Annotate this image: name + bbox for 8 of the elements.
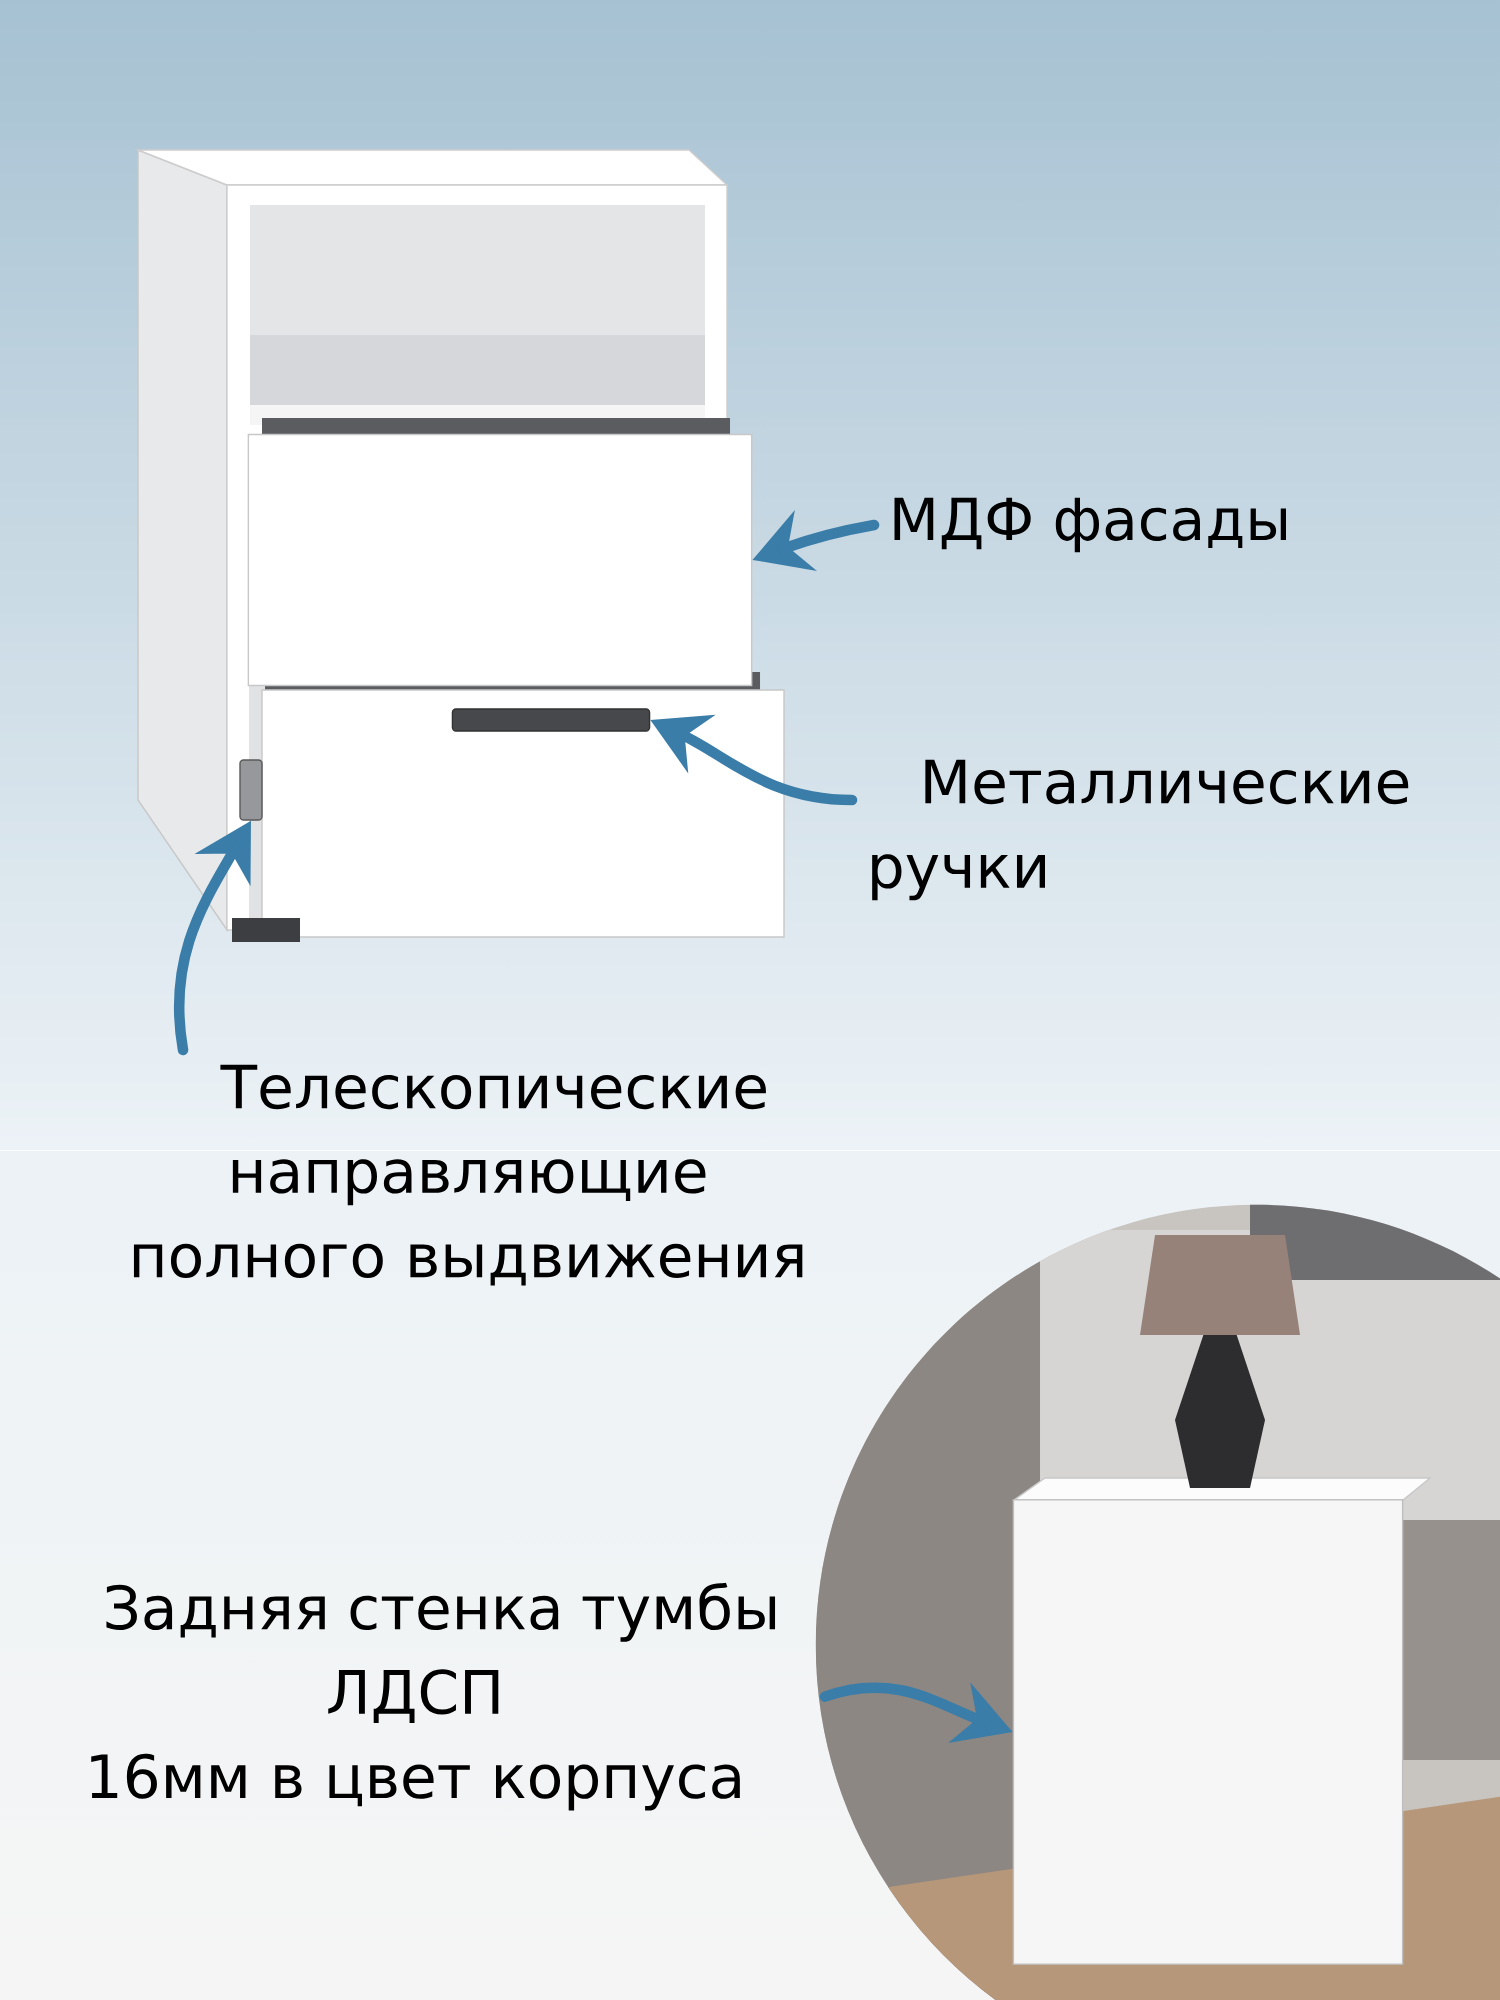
callout-text: Металлические ручки	[872, 759, 1409, 901]
callout-text: МДФ фасады	[894, 497, 1286, 553]
drawer-front	[247, 433, 753, 687]
nightstand	[1012, 1499, 1404, 1965]
callout-text: Телескопические направляющие полного выдвижения	[133, 1064, 803, 1286]
drawer-handle	[451, 708, 651, 732]
drawer-rail	[239, 759, 263, 821]
callout-text: Задняя стенка тумбы ЛДСП 16мм в цвет корпуса	[91, 1582, 776, 1811]
